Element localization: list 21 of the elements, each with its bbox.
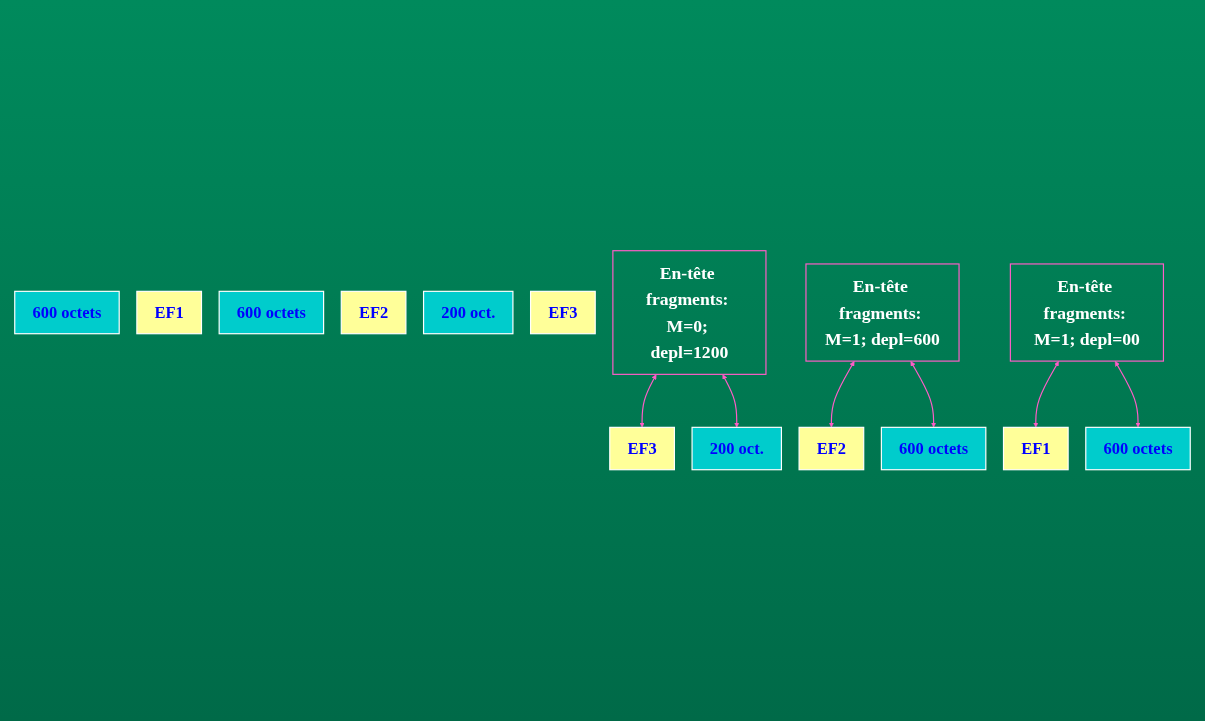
- node-box: EF2: [798, 427, 865, 471]
- node-box: 600 octets: [218, 291, 325, 335]
- node-box: En-tête fragments: M=1; depl=600: [805, 263, 960, 362]
- arrow: [910, 361, 937, 428]
- node-box: EF3: [530, 291, 596, 335]
- arrow: [722, 374, 740, 428]
- arrow: [1114, 361, 1141, 428]
- node-box: 200 oct.: [691, 427, 782, 471]
- arrow: [639, 374, 657, 428]
- node-box: 600 octets: [14, 291, 120, 335]
- node-box: En-tête fragments: M=0; depl=1200: [612, 250, 767, 376]
- node-box: EF3: [609, 427, 675, 471]
- node-box: 200 oct.: [422, 291, 514, 335]
- node-box: EF2: [340, 291, 407, 335]
- node-box: 600 octets: [880, 427, 987, 471]
- node-box: 600 octets: [1085, 427, 1191, 471]
- node-box: EF1: [136, 291, 203, 335]
- arrow: [1033, 361, 1059, 428]
- node-box: En-tête fragments: M=1; depl=00: [1009, 263, 1165, 362]
- arrow: [828, 361, 855, 428]
- node-box: EF1: [1002, 427, 1069, 471]
